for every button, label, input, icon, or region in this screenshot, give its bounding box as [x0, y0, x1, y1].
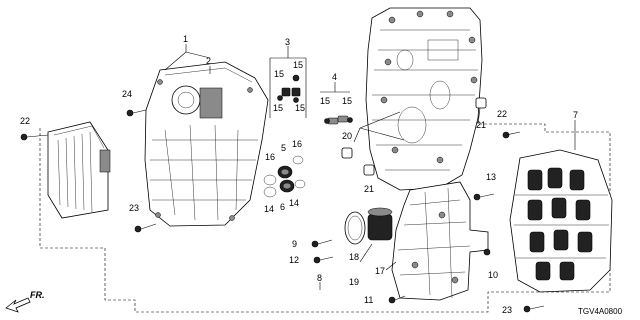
transmission-cover — [144, 61, 269, 227]
valve-body — [509, 149, 613, 293]
callout-15f: 15 — [342, 96, 352, 106]
callout-13: 13 — [486, 172, 496, 182]
callout-1: 1 — [183, 34, 188, 44]
callout-23a: 23 — [129, 203, 139, 213]
bolts — [20, 109, 545, 313]
callout-21b: 21 — [476, 120, 486, 130]
callout-17: 17 — [375, 266, 385, 276]
callout-10: 10 — [488, 270, 498, 280]
callout-14b: 14 — [289, 198, 299, 208]
callout-22a: 22 — [20, 116, 30, 126]
front-label: FR. — [30, 290, 45, 300]
callout-labels: 1 2 3 4 5 6 7 8 9 10 11 12 13 14 14 15 1… — [20, 34, 578, 315]
callout-22b: 22 — [497, 109, 507, 119]
callout-21a: 21 — [364, 184, 374, 194]
assembly-boundary — [39, 123, 611, 313]
callout-16b: 16 — [292, 139, 302, 149]
callout-20: 20 — [342, 131, 352, 141]
callout-19: 19 — [349, 277, 359, 287]
callout-9: 9 — [292, 239, 297, 249]
callout-15e: 15 — [320, 96, 330, 106]
callout-18: 18 — [349, 252, 359, 262]
callout-12: 12 — [289, 255, 299, 265]
callout-24: 24 — [122, 89, 132, 99]
small-parts-4 — [324, 115, 353, 125]
callout-5: 5 — [281, 143, 286, 153]
seals-and-filters — [263, 155, 306, 198]
small-parts-3 — [277, 74, 301, 103]
callout-15a: 15 — [274, 69, 284, 79]
callout-11: 11 — [364, 295, 373, 305]
front-arrow-icon — [5, 297, 31, 313]
callout-6: 6 — [280, 202, 285, 212]
callout-14a: 14 — [264, 204, 274, 214]
diagram-code: TGV4A0800 — [578, 307, 623, 316]
dowel-pins — [341, 97, 487, 176]
transmission-case — [365, 7, 483, 191]
callout-7: 7 — [573, 110, 578, 120]
callout-3: 3 — [285, 37, 290, 47]
callout-2: 2 — [206, 56, 211, 66]
callout-16a: 16 — [265, 152, 275, 162]
leader-lines — [164, 44, 576, 290]
front-direction-indicator: FR. — [5, 290, 45, 313]
callout-15d: 15 — [295, 103, 305, 113]
callout-23b: 23 — [502, 305, 512, 315]
callout-15c: 15 — [273, 103, 283, 113]
callout-8: 8 — [317, 273, 322, 283]
solenoid — [344, 207, 393, 245]
callout-4: 4 — [332, 72, 337, 82]
control-unit — [47, 121, 111, 219]
wire-harness — [391, 181, 489, 301]
callout-15b: 15 — [293, 60, 303, 70]
